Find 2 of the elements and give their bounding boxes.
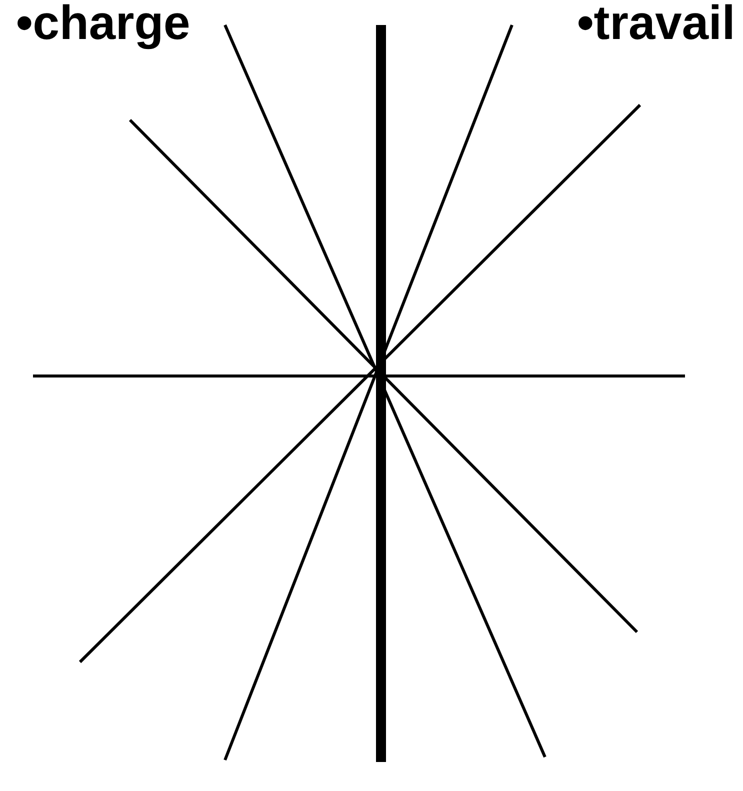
term-label: •travail (577, 0, 736, 48)
term-label: •charge (16, 0, 190, 48)
